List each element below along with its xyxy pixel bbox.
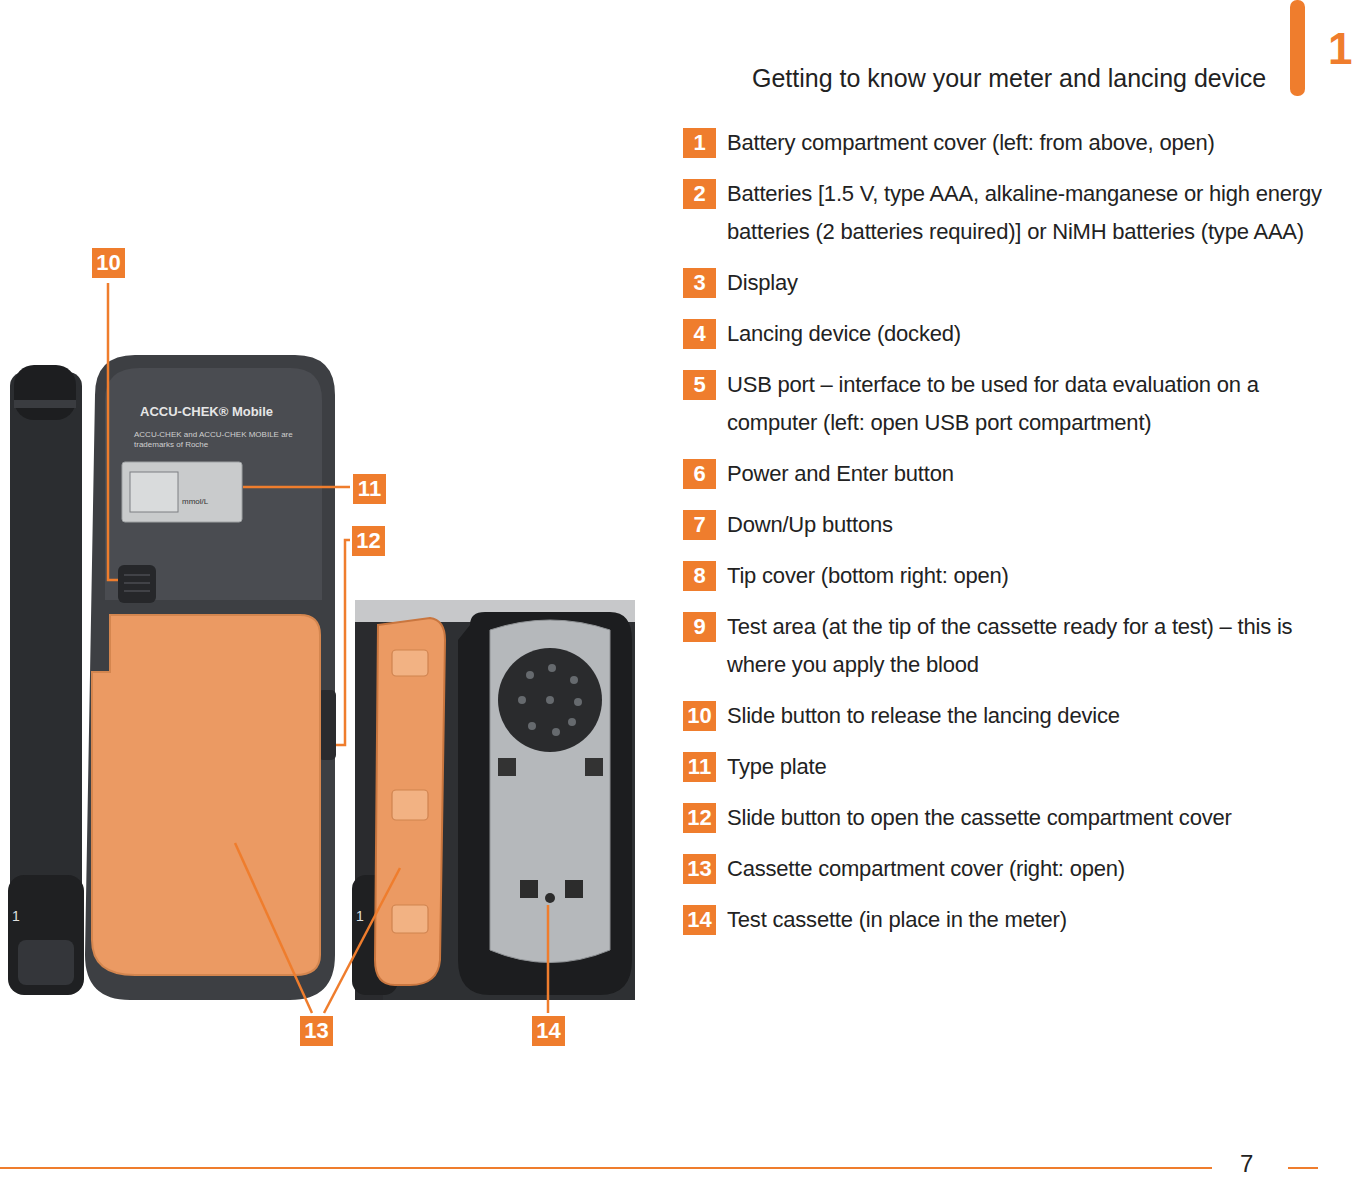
part-description: Down/Up buttons xyxy=(727,506,1322,544)
trademark-note: ACCU-CHEK and ACCU-CHEK MOBILE are trade… xyxy=(134,430,294,450)
list-item: 4 Lancing device (docked) xyxy=(683,315,1333,353)
part-description: Batteries [1.5 V, type AAA, alkaline-man… xyxy=(727,175,1322,251)
callout-number: 11 xyxy=(683,752,716,782)
list-item: 3 Display xyxy=(683,264,1333,302)
callout-number: 10 xyxy=(683,701,716,731)
list-item: 1 Battery compartment cover (left: from a… xyxy=(683,124,1333,162)
list-item: 6 Power and Enter button xyxy=(683,455,1333,493)
callout-number: 4 xyxy=(683,319,716,349)
chapter-number: 1 xyxy=(1328,24,1352,74)
part-description: Power and Enter button xyxy=(727,455,1322,493)
part-description: Slide button to release the lancing devi… xyxy=(727,697,1322,735)
part-description: Tip cover (bottom right: open) xyxy=(727,557,1322,595)
part-description: USB port – interface to be used for data… xyxy=(727,366,1322,442)
list-item: 8 Tip cover (bottom right: open) xyxy=(683,557,1333,595)
part-description: Test cassette (in place in the meter) xyxy=(727,901,1322,939)
callout-number: 14 xyxy=(532,1016,565,1046)
callout-number: 3 xyxy=(683,268,716,298)
part-description: Slide button to open the cassette compar… xyxy=(727,799,1322,837)
callout-number: 13 xyxy=(300,1016,333,1046)
callout-number: 6 xyxy=(683,459,716,489)
part-description: Display xyxy=(727,264,1322,302)
dial-mark: 1 xyxy=(12,908,20,924)
part-description: Cassette compartment cover (right: open) xyxy=(727,850,1322,888)
part-description: Type plate xyxy=(727,748,1322,786)
list-item: 5 USB port – interface to be used for dat… xyxy=(683,366,1333,442)
callout-number: 14 xyxy=(683,905,716,935)
callout-number: 8 xyxy=(683,561,716,591)
callout-number: 9 xyxy=(683,612,716,642)
callout-number: 1 xyxy=(683,128,716,158)
part-description: Lancing device (docked) xyxy=(727,315,1322,353)
callout-number: 7 xyxy=(683,510,716,540)
callout-number: 2 xyxy=(683,179,716,209)
unit-label: mmol/L xyxy=(182,497,208,506)
callout-number: 12 xyxy=(352,526,385,556)
page-number: 7 xyxy=(1240,1150,1253,1178)
part-description: Test area (at the tip of the cassette re… xyxy=(727,608,1322,684)
list-item: 13 Cassette compartment cover (right: ope… xyxy=(683,850,1333,888)
callout-number: 5 xyxy=(683,370,716,400)
part-description: Battery compartment cover (left: from ab… xyxy=(727,124,1322,162)
device-brand: ACCU-CHEK® Mobile xyxy=(140,404,273,419)
list-item: 11 Type plate xyxy=(683,748,1333,786)
list-item: 9 Test area (at the tip of the cassette r… xyxy=(683,608,1333,684)
list-item: 2 Batteries [1.5 V, type AAA, alkaline-ma… xyxy=(683,175,1333,251)
list-item: 7 Down/Up buttons xyxy=(683,506,1333,544)
callout-number: 10 xyxy=(92,248,125,278)
callout-number: 12 xyxy=(683,803,716,833)
list-item: 12 Slide button to open the cassette comp… xyxy=(683,799,1333,837)
dial-mark: 1 xyxy=(356,908,364,924)
parts-list: 1 Battery compartment cover (left: from a… xyxy=(683,124,1333,939)
list-item: 10 Slide button to release the lancing de… xyxy=(683,697,1333,735)
callout-number: 13 xyxy=(683,854,716,884)
list-item: 14 Test cassette (in place in the meter) xyxy=(683,901,1333,939)
callout-number: 11 xyxy=(353,474,386,504)
running-header: Getting to know your meter and lancing d… xyxy=(752,64,1266,93)
